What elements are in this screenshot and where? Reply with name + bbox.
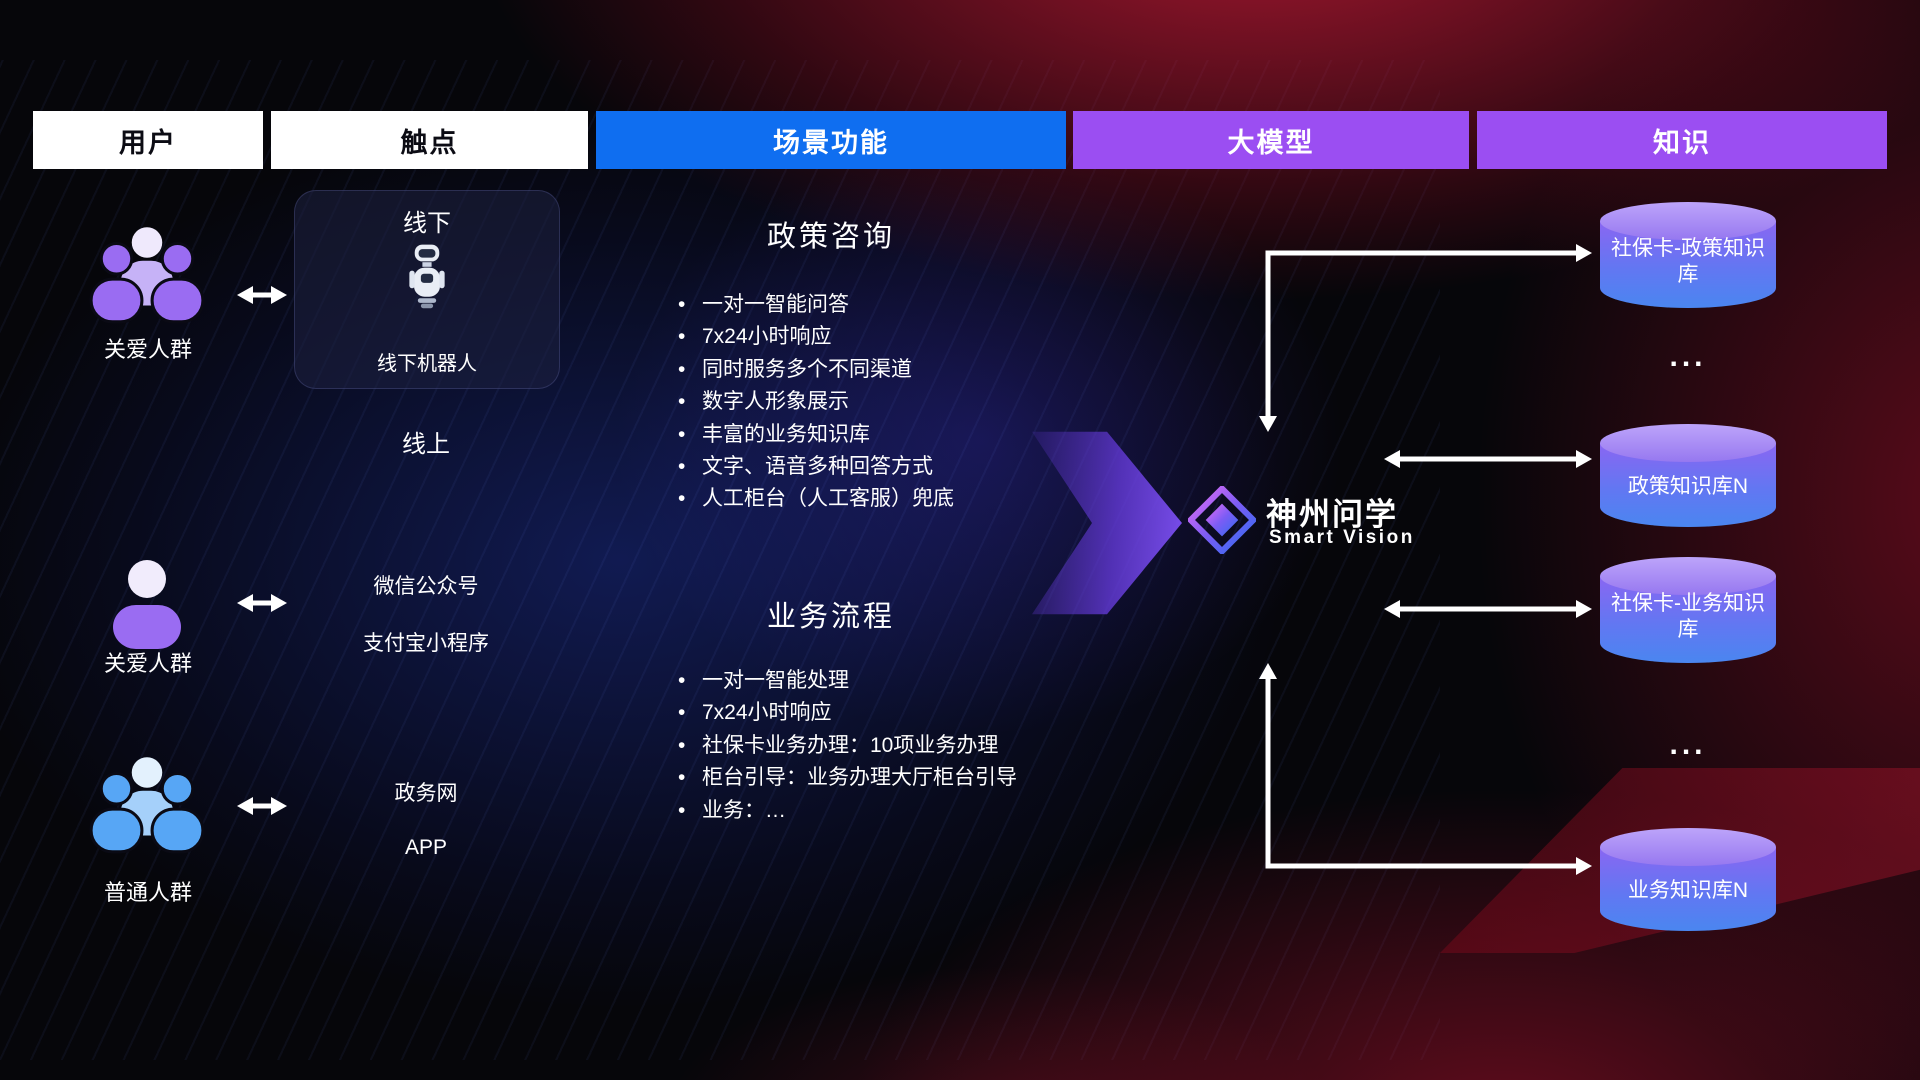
channel-app: APP (404, 836, 448, 859)
feature-item: 柜台引导：业务办理大厅柜台引导 (676, 762, 1017, 795)
feature-item: 7x24小时响应 (676, 697, 1017, 730)
header-knowledge: 知识 (1477, 111, 1887, 169)
scenario-title-business: 业务流程 (766, 601, 895, 633)
user-label-care-group-2: 关爱人群 (103, 651, 192, 676)
scenario-title-policy: 政策咨询 (766, 221, 895, 253)
online-title: 线上 (402, 431, 450, 458)
feature-item: 7x24小时响应 (676, 321, 954, 354)
db-cylinder-top (1600, 828, 1776, 866)
user-person-icon (105, 557, 189, 649)
user-group-icon (86, 222, 208, 324)
brand-name: 神州问学 (1266, 497, 1398, 532)
header-model: 大模型 (1073, 111, 1469, 169)
feature-item: 同时服务多个不同渠道 (676, 354, 954, 387)
db-sscard-policy: 社保卡-政策知识库 (1600, 202, 1776, 308)
db-cylinder-top (1600, 202, 1776, 240)
flow-arrow-shape (1032, 431, 1182, 615)
feature-item: 人工柜台（人工客服）兜底 (676, 483, 954, 516)
db-label: 社保卡-业务知识库 (1611, 592, 1765, 641)
feature-item: 数字人形象展示 (676, 386, 954, 419)
channel-alipay: 支付宝小程序 (363, 632, 489, 655)
header-touchpoints: 触点 (271, 111, 588, 169)
ellipsis-more: ... (1669, 340, 1707, 373)
bg-diagonal-streaks (0, 60, 1440, 1060)
db-cylinder-top (1600, 557, 1776, 595)
db-label: 社保卡-政策知识库 (1611, 237, 1765, 286)
policy-feature-list: 一对一智能问答 7x24小时响应 同时服务多个不同渠道 数字人形象展示 丰富的业… (676, 289, 954, 516)
db-cylinder-top (1600, 424, 1776, 462)
diamond-logo-icon (1186, 484, 1258, 556)
ellipsis-more: ... (1669, 728, 1707, 761)
feature-item: 社保卡业务办理：10项业务办理 (676, 730, 1017, 763)
feature-item: 丰富的业务知识库 (676, 419, 954, 452)
header-users: 用户 (33, 111, 263, 169)
user-label-general-group: 普通人群 (103, 880, 192, 905)
db-business-n: 业务知识库N (1600, 828, 1776, 931)
business-feature-list: 一对一智能处理 7x24小时响应 社保卡业务办理：10项业务办理 柜台引导：业务… (676, 665, 1017, 827)
channel-wechat: 微信公众号 (373, 575, 479, 598)
offline-robot-label: 线下机器人 (377, 353, 477, 375)
header-scenarios: 场景功能 (596, 111, 1066, 169)
brand-subtitle: Smart Vision (1269, 527, 1415, 548)
feature-item: 业务：… (676, 795, 1017, 828)
feature-item: 文字、语音多种回答方式 (676, 451, 954, 484)
offline-touchpoint-panel: 线下 线下机器人 (294, 190, 560, 389)
feature-item: 一对一智能处理 (676, 665, 1017, 698)
user-label-care-group-1: 关爱人群 (103, 337, 192, 362)
robot-icon (404, 241, 450, 316)
user-group-icon-blue (86, 752, 208, 854)
db-label: 政策知识库N (1627, 475, 1749, 498)
db-sscard-business: 社保卡-业务知识库 (1600, 557, 1776, 663)
offline-title: 线下 (403, 210, 451, 237)
db-policy-n: 政策知识库N (1600, 424, 1776, 527)
feature-item: 一对一智能问答 (676, 289, 954, 322)
db-label: 业务知识库N (1627, 879, 1749, 902)
channel-gov-web: 政务网 (394, 782, 458, 805)
